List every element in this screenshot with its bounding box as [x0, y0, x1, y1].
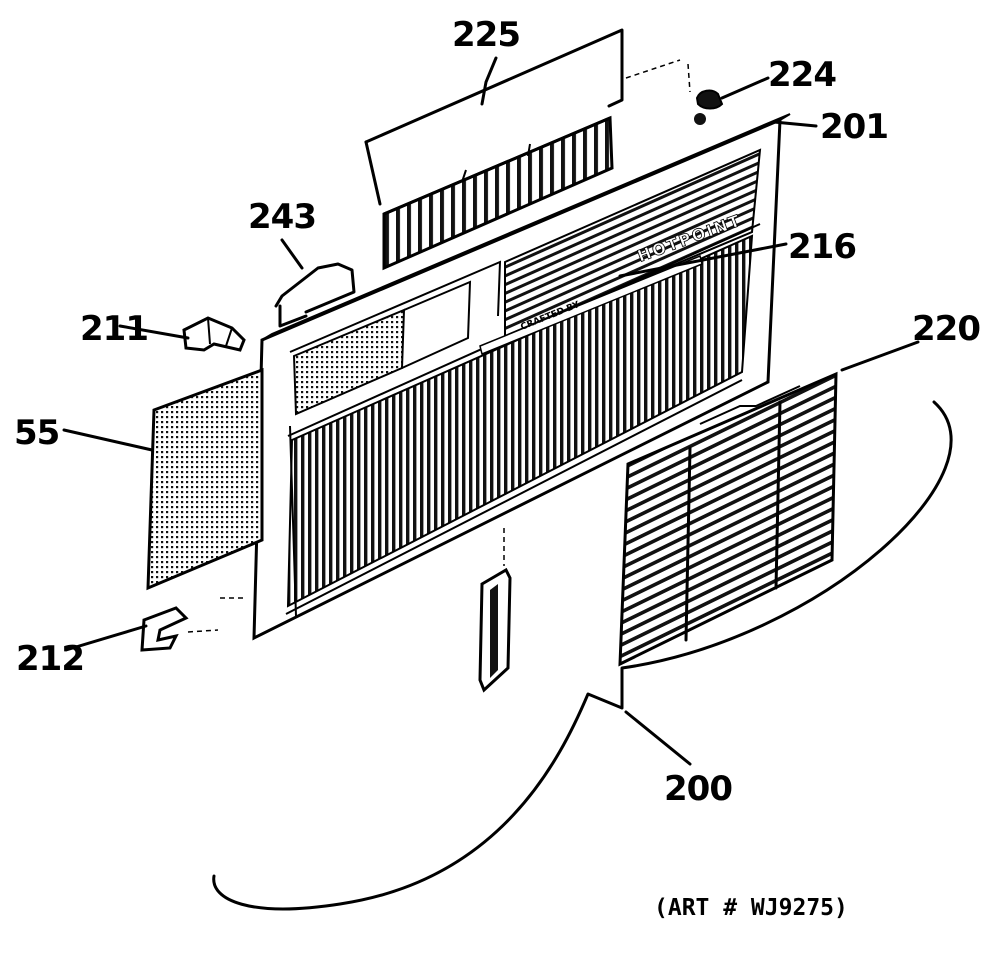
callout-216: 216: [788, 227, 856, 267]
art-number-label: (ART # WJ9275): [654, 895, 848, 921]
part-243-bracket: [274, 262, 356, 328]
part-225-deflector-panel: [364, 28, 681, 271]
part-211-clip: [182, 316, 246, 352]
part-vertical-strip: [478, 528, 512, 693]
callout-211: 211: [80, 309, 148, 349]
part-200-assembly-bracket: [212, 400, 953, 911]
part-55-filter: [146, 367, 264, 591]
callout-200: 200: [664, 769, 732, 809]
callout-225: 225: [452, 15, 520, 55]
callout-212: 212: [16, 639, 84, 679]
leader-lines: [62, 56, 920, 766]
part-224-knob: [687, 63, 724, 125]
callout-243: 243: [248, 197, 316, 237]
callout-220: 220: [912, 309, 980, 349]
part-212-clip: [140, 597, 244, 652]
callout-55: 55: [14, 413, 59, 453]
part-220-grille: [618, 371, 838, 667]
part-201-front-frame: HOTPOINT CRAFTED BY: [252, 113, 791, 641]
callout-201: 201: [820, 107, 888, 147]
callout-224: 224: [768, 55, 836, 95]
